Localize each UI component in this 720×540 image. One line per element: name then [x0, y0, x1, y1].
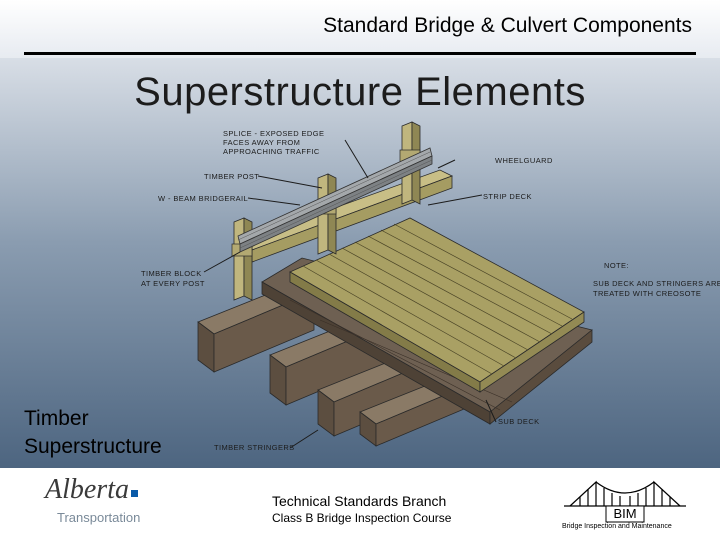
- timber-stringers-label: TIMBER STRINGERS: [214, 443, 295, 452]
- timber-post-label: TIMBER POST: [204, 172, 259, 181]
- sub-deck-label: SUB DECK: [498, 417, 540, 426]
- strip-deck: [289, 217, 585, 393]
- bim-bridge-logo-icon: BIM: [564, 480, 686, 523]
- header-title: Standard Bridge & Culvert Components: [323, 14, 692, 37]
- main-title: Superstructure Elements: [134, 70, 586, 114]
- header-bar: Standard Bridge & Culvert Components: [0, 0, 720, 60]
- footer: [0, 468, 720, 540]
- note-text-line1: SUB DECK AND STRINGERS ARE: [593, 279, 720, 288]
- timber-block-label-line2: AT EVERY POST: [141, 279, 205, 288]
- alberta-logo-subtext: Transportation: [57, 510, 141, 525]
- side-title: Timber Superstructure: [24, 405, 162, 461]
- w-beam-bridgerail: [237, 147, 433, 253]
- w-beam-label: W - BEAM BRIDGERAIL: [158, 194, 248, 203]
- header-divider: [24, 52, 696, 55]
- bim-text: BIM: [613, 506, 636, 521]
- side-title-line2: Superstructure: [24, 435, 162, 458]
- alberta-logo: Alberta: [45, 474, 129, 505]
- footer-course: Class B Bridge Inspection Course: [272, 511, 452, 525]
- alberta-logo-square-icon: [131, 490, 138, 497]
- side-title-line1: Timber: [24, 407, 89, 430]
- strip-deck-label: STRIP DECK: [483, 192, 532, 201]
- note-label: NOTE:: [604, 261, 629, 270]
- leader-lines: [203, 139, 497, 449]
- wheelguard-label: WHEELGUARD: [495, 156, 553, 165]
- splice-label-line2: FACES AWAY FROM: [223, 138, 300, 147]
- timber-block-label-line1: TIMBER BLOCK: [141, 269, 202, 278]
- splice-label-line1: SPLICE - EXPOSED EDGE: [223, 129, 324, 138]
- note-text-line2: TREATED WITH CREOSOTE: [593, 289, 701, 298]
- splice-label-line3: APPROACHING TRAFFIC: [223, 147, 320, 156]
- bim-caption: Bridge Inspection and Maintenance: [562, 523, 672, 530]
- footer-branch: Technical Standards Branch: [272, 493, 447, 509]
